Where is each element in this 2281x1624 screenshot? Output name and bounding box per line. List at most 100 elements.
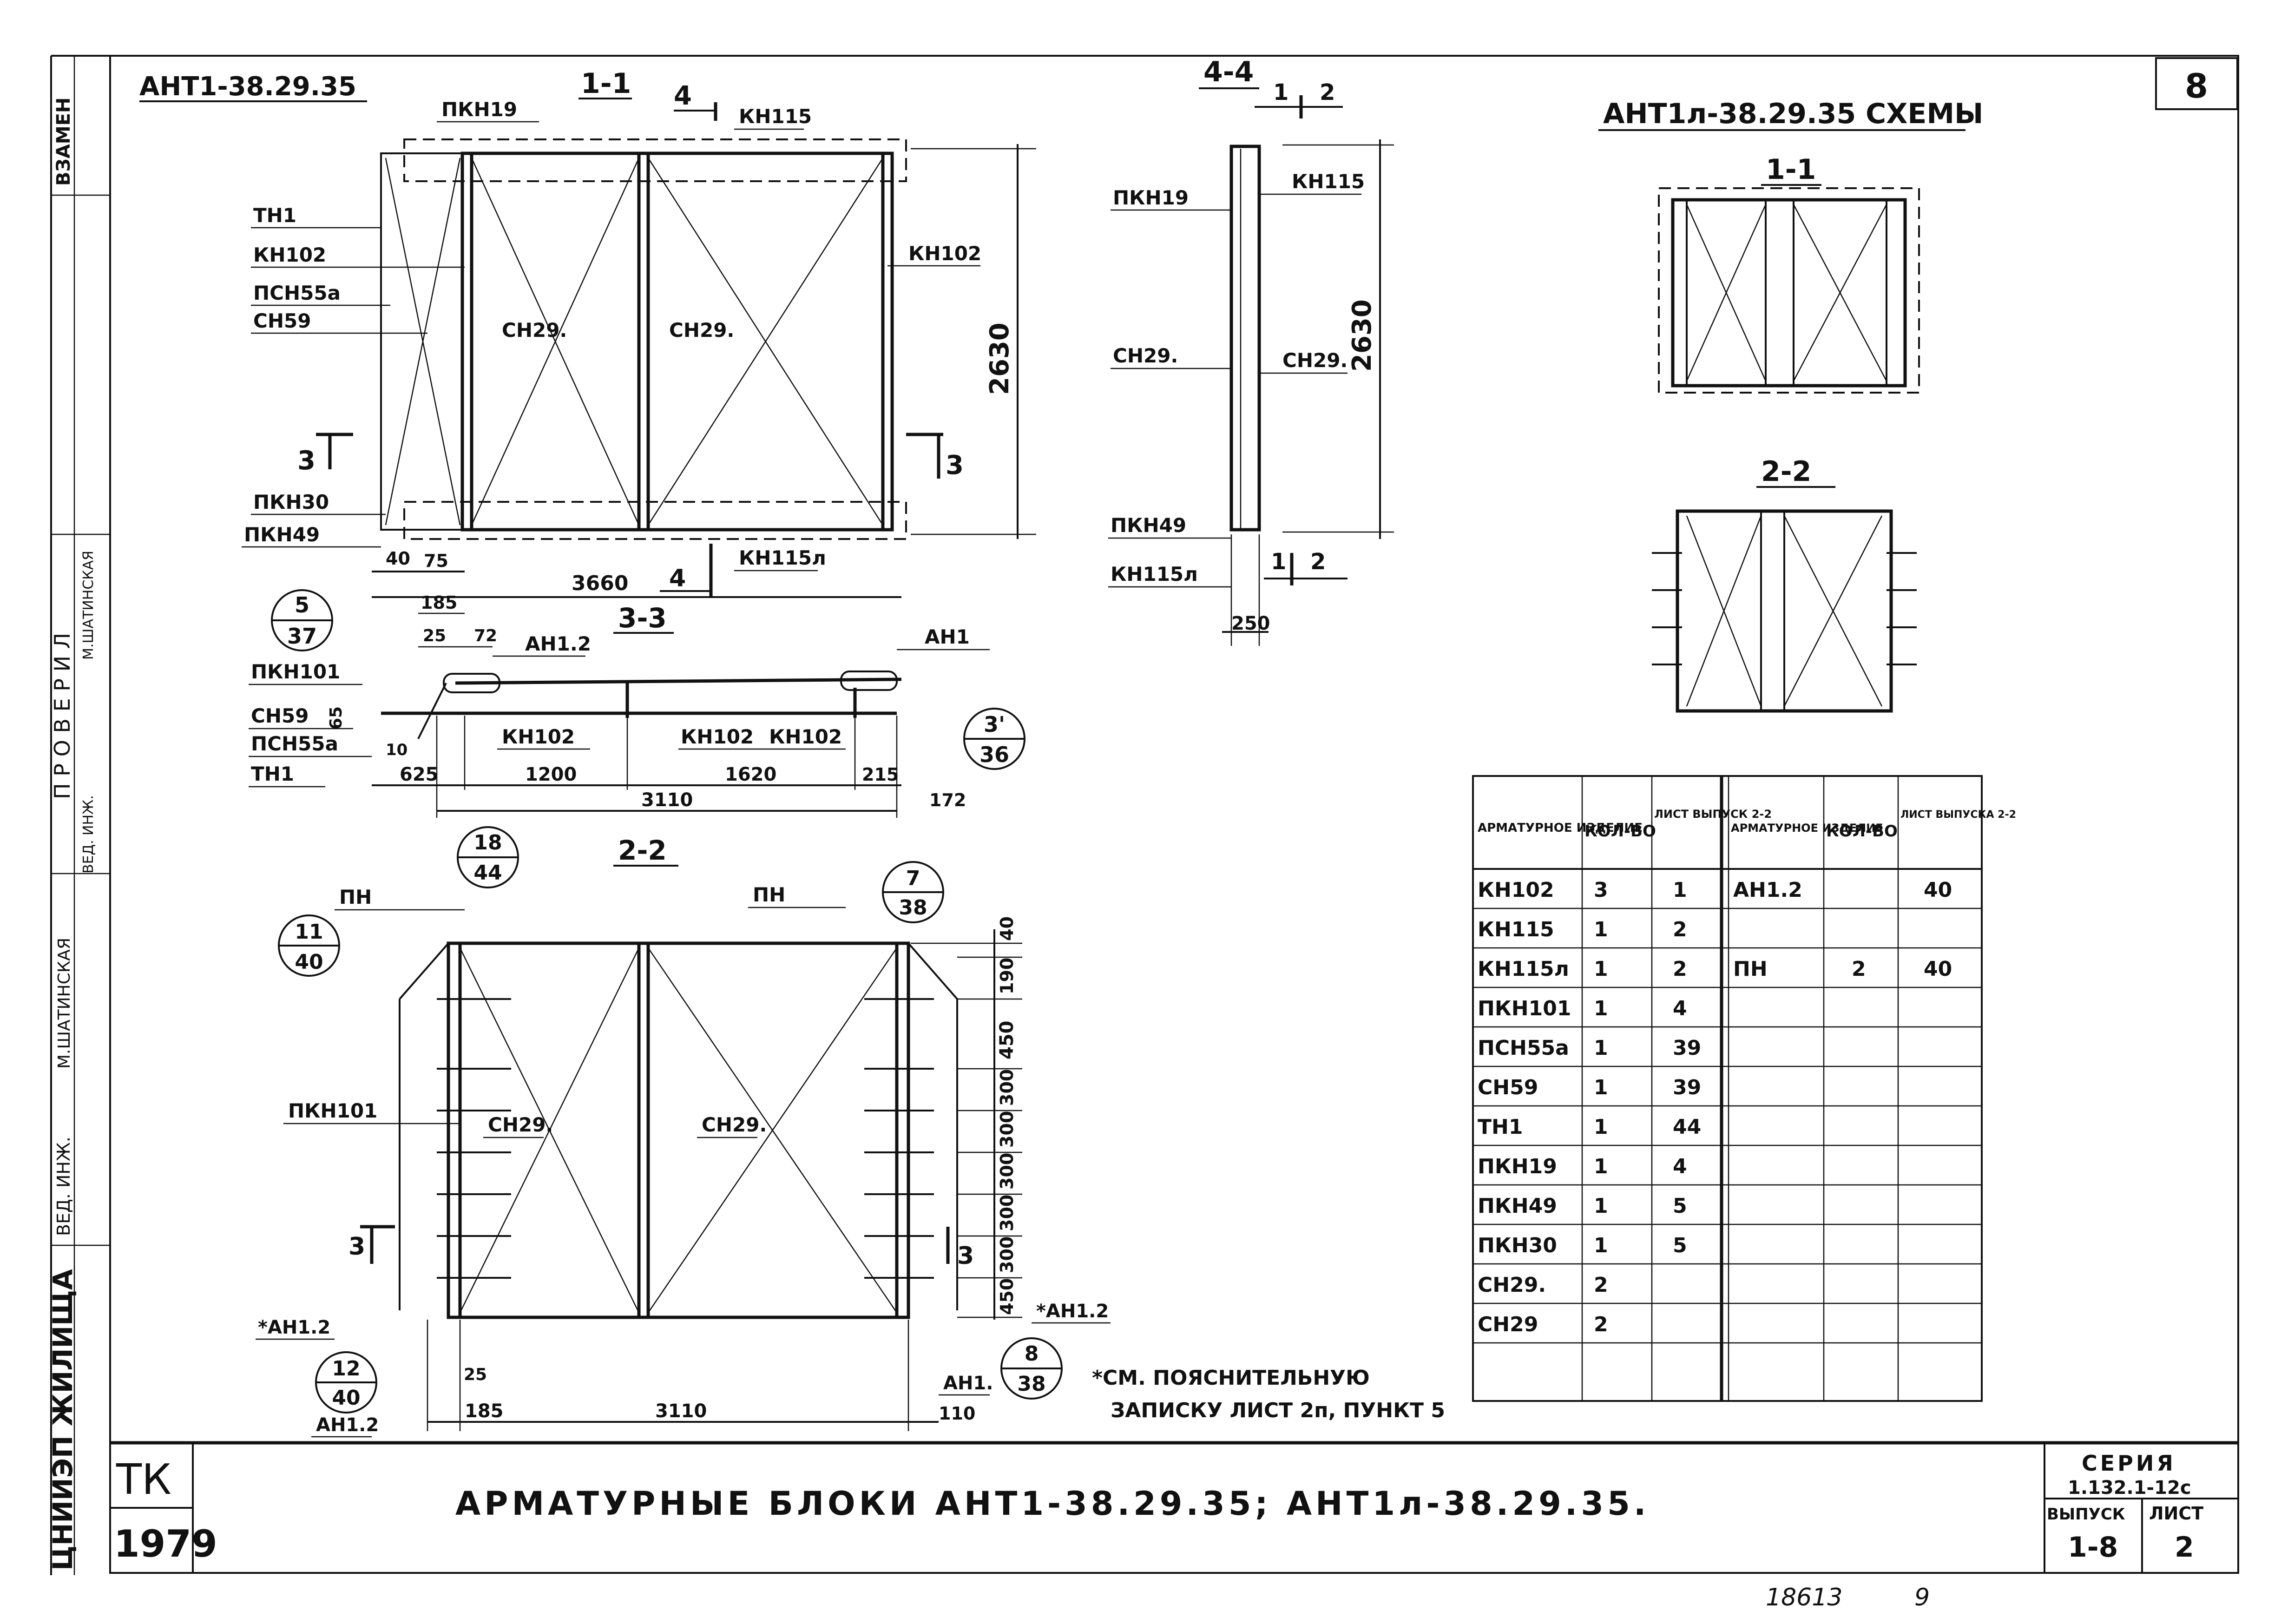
- dim-r-300e: 300: [997, 1236, 1017, 1273]
- view-22-cut3-left: 3: [348, 1233, 365, 1261]
- table-cell: 1: [1594, 1234, 1608, 1257]
- label-44-kn115: КН115: [1292, 170, 1365, 193]
- dim-1200: 1200: [525, 764, 577, 785]
- table-cell: ПКН19: [1478, 1155, 1557, 1178]
- table-cell: АН1.2: [1733, 878, 1802, 902]
- height-dim-2630: 2630: [985, 322, 1015, 395]
- table-cell: КН115л: [1478, 957, 1569, 981]
- label-33-pkn101: ПКН101: [251, 660, 340, 683]
- sheet-value: 2: [2175, 1531, 2194, 1564]
- label-kn102-left: КН102: [253, 243, 326, 266]
- table-cell: 44: [1673, 1115, 1701, 1139]
- label-kn102-right: КН102: [908, 242, 981, 265]
- table-cell: ПКН101: [1478, 997, 1571, 1020]
- callout-8-38-bottom: 38: [1017, 1372, 1045, 1396]
- th-qty-2: КОЛ-ВО: [1826, 822, 1898, 841]
- spec-table: АРМАТУРНОЕ ИЗДЕЛИЕ КОЛ-ВО ЛИСТ ВЫПУСК 2-…: [1472, 775, 2016, 1402]
- schemes: АНТ1л-38.29.35 СХЕМЫ 1-1 2-2: [1598, 98, 1983, 713]
- th-sheet-1: ЛИСТ ВЫПУСК 2-2: [1654, 808, 1772, 821]
- main-view-1-1: АНТ1-38.29.35 1-1 4 2630 3660 40 75: [139, 67, 1036, 598]
- label-44-kn115l: КН115л: [1111, 563, 1198, 585]
- title-block: ТК 1979 АРМАТУРНЫЕ БЛОКИ АНТ1-38.29.35; …: [110, 1441, 2238, 1573]
- section-1-1-label: 1-1: [581, 67, 631, 100]
- th-item-2: АРМАТУРНОЕ ИЗДЕЛИЕ: [1731, 822, 1883, 835]
- callout-8-38-top: 8: [1025, 1342, 1039, 1366]
- callout-5-37-bottom: 37: [287, 624, 317, 649]
- footnote: *СМ. ПОЯСНИТЕЛЬНУЮ ЗАПИСКУ ЛИСТ 2п, ПУНК…: [1092, 1366, 1445, 1422]
- callout-3-36-top: 3': [984, 712, 1005, 737]
- table-cell: 1: [1673, 878, 1687, 902]
- footer-code: 18613: [1766, 1584, 1842, 1611]
- callout-18-44-bottom: 44: [473, 861, 502, 885]
- cut-4-top: 4: [674, 81, 692, 111]
- table-cell: 1: [1594, 1194, 1608, 1218]
- view-44-cut1-bottom: 1: [1271, 549, 1286, 575]
- table-cell: СН29: [1478, 1313, 1538, 1336]
- th-sheet-2: ЛИСТ ВЫПУСКА 2-2: [1900, 809, 2016, 821]
- callout-5-37-top: 5: [295, 592, 309, 618]
- table-cell: 4: [1673, 997, 1687, 1020]
- label-44-sn29-right: СН29.: [1282, 349, 1348, 372]
- dim-3110: 3110: [641, 789, 693, 811]
- cut-3-right: 3: [946, 450, 964, 480]
- th-qty-1: КОЛ-ВО: [1584, 822, 1656, 841]
- callout-18-44: 18 44: [457, 826, 519, 888]
- label-22-pn-right: ПН: [753, 883, 785, 906]
- dim-b-25: 25: [464, 1365, 487, 1384]
- label-44-sn29-left: СН29.: [1113, 344, 1178, 367]
- callout-11-40: 11 40: [278, 914, 340, 977]
- callout-12-40-bottom: 40: [332, 1386, 360, 1410]
- label-33-an12: АН1.2: [525, 632, 591, 655]
- scheme-2-2-label: 2-2: [1761, 455, 1811, 488]
- callout-7-38-bottom: 38: [899, 896, 927, 920]
- dim-r-300c: 300: [997, 1153, 1017, 1190]
- view-33-title: 3-3: [618, 602, 667, 634]
- view-2-2: 2-2: [256, 826, 1111, 1438]
- left-strip: ВЗАМЕН П Р О В Е Р И Л ВЕД. ИНЖ. М.ШАТИН…: [47, 98, 97, 1571]
- table-cell: 40: [1924, 878, 1952, 902]
- label-22-pkn101: ПКН101: [288, 1099, 377, 1122]
- dim-215: 215: [862, 764, 899, 785]
- sheet-number-box: 8: [2155, 57, 2238, 110]
- table-cell: 39: [1673, 1036, 1701, 1060]
- view-3-3: 3-3 185 25 72 65 10 625 1200 1620 215 31…: [249, 589, 1025, 818]
- footnote-line2: ЗАПИСКУ ЛИСТ 2п, ПУНКТ 5: [1111, 1399, 1445, 1422]
- th-item-1: АРМАТУРНОЕ ИЗДЕЛИЕ: [1478, 821, 1643, 835]
- callout-12-40-top: 12: [332, 1357, 360, 1381]
- label-33-an1: АН1: [925, 625, 970, 648]
- callout-3-36-bottom: 36: [979, 742, 1009, 767]
- dim-b-110: 110: [939, 1403, 975, 1424]
- label-psn55a: ПСН55а: [253, 282, 341, 304]
- institute-label: ЦНИИЭП ЖИЛИЩА: [47, 1269, 79, 1571]
- table-cell: 1: [1594, 918, 1608, 941]
- view-44-height-dim: 2630: [1347, 299, 1377, 372]
- table-cell: ПСН55а: [1478, 1036, 1569, 1060]
- lead-engineer-label-bottom: ВЕД. ИНЖ.: [53, 1137, 74, 1236]
- table-cell: ПКН30: [1478, 1234, 1557, 1257]
- table-cell: КН115: [1478, 918, 1554, 941]
- drawing-title: АРМАТУРНЫЕ БЛОКИ АНТ1-38.29.35; АНТ1л-38…: [455, 1485, 1650, 1523]
- view-44-cut1: 1: [1273, 79, 1288, 105]
- view-44-title: 4-4: [1203, 56, 1254, 88]
- label-33-tn1: ТН1: [251, 763, 294, 785]
- label-sn59: СН59: [253, 309, 311, 332]
- label-33-kn102-a: КН102: [502, 725, 575, 748]
- label-sn29-b: СН29.: [669, 319, 734, 342]
- dim-b-185: 185: [465, 1400, 504, 1422]
- table-cell: ПН: [1733, 957, 1768, 981]
- table-cell: 3: [1594, 878, 1608, 902]
- footer-page: 9: [1914, 1584, 1930, 1611]
- table-cell: ПКН49: [1478, 1194, 1557, 1218]
- cut-4-bottom: 4: [669, 565, 686, 592]
- dim-r-40: 40: [997, 916, 1017, 941]
- view-44-cut2-bottom: 2: [1310, 549, 1326, 575]
- sheet-number: 8: [2185, 66, 2208, 105]
- label-44-pkn19: ПКН19: [1113, 186, 1189, 209]
- width-dim-3660: 3660: [572, 572, 628, 595]
- table-cell: КН102: [1478, 878, 1554, 902]
- label-22-sn29-a: СН29.: [488, 1113, 553, 1136]
- dim-r-450b: 450: [997, 1278, 1017, 1315]
- label-33-psn55a: ПСН55а: [251, 732, 338, 755]
- table-cell: 1: [1594, 1155, 1608, 1178]
- label-22-pn-left: ПН: [339, 886, 372, 908]
